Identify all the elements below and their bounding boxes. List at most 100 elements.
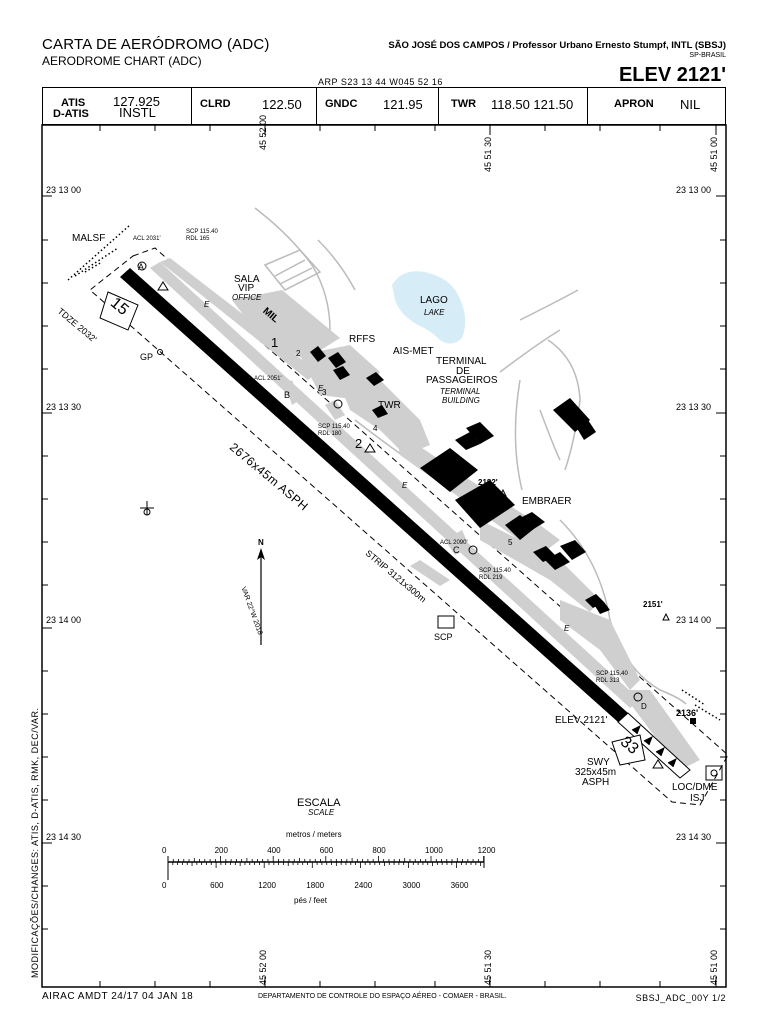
sala-label: SALA (234, 274, 260, 285)
taxiway-e-label-1: E (204, 300, 210, 309)
scale-metres-tick-label: 0 (162, 846, 167, 855)
lon-label-bot-2: 45 51 30 (483, 949, 493, 985)
taxiway-e-label-3: E (564, 624, 570, 633)
taxiway-c-label: C (453, 545, 460, 555)
roads (254, 207, 687, 705)
lon-label-top-2: 45 51 30 (483, 136, 493, 172)
lat-label-left-4: 23 14 30 (46, 832, 82, 842)
twr-label: TWR (451, 98, 477, 110)
terminal-en-label-1: TERMINAL (440, 387, 481, 396)
lat-label-left-3: 23 14 00 (46, 615, 82, 625)
scp-rdl219-label: SCP 115.40 (479, 568, 511, 574)
scp-station-label: SCP (434, 632, 453, 642)
swy-label-3: ASPH (582, 777, 610, 788)
lake (392, 271, 466, 344)
lon-label-top-1: 45 52 00 (258, 114, 268, 150)
scale-feet-tick-label: 0 (162, 881, 167, 890)
scale-title: ESCALA (297, 797, 341, 809)
gndc-cell: GNDC 121.95 (317, 88, 439, 124)
clrd-frequency: 122.50 (262, 97, 302, 112)
scale-feet-tick-label: 600 (210, 881, 224, 890)
datis-label: D-ATIS (53, 108, 89, 120)
datis-value: INSTL (119, 105, 156, 120)
north-arrow (257, 548, 265, 645)
airport-name: SÃO JOSÉ DOS CAMPOS / Professor Urbano E… (388, 40, 726, 51)
lat-label-right-4: 23 14 30 (676, 832, 712, 842)
runway-strip (89, 247, 729, 806)
buildings (310, 346, 696, 724)
vip-label: VIP (238, 283, 255, 294)
scale-metres-label: metros / meters (286, 830, 342, 839)
twr-frequency: 118.50 121.50 (491, 97, 574, 112)
spot-3-label: 3 (322, 388, 327, 397)
acl-2090-label: ACL 2090' (440, 540, 468, 546)
map-frame (41, 124, 727, 988)
arp-coordinates: ARP S23 13 44 W045 52 16 (318, 77, 443, 87)
scale-metres-tick-label: 600 (319, 846, 334, 855)
scale-metres-tick-label: 1200 (477, 846, 496, 855)
clrd-label: CLRD (200, 98, 231, 110)
scale-feet-label: pés / feet (294, 896, 327, 905)
terminal-en-label-2: BUILDING (442, 396, 480, 405)
scp-rdl165-label: SCP 115.40 (186, 229, 218, 235)
elev-2182-label: 2182' (478, 478, 498, 487)
swy-label-2: 325x45m (575, 767, 617, 778)
gndc-label: GNDC (325, 98, 358, 110)
runway-elevation-label: ELEV 2121' (555, 715, 608, 726)
scale-metres-tick-label: 200 (214, 846, 228, 855)
lon-label-bot-3: 45 51 00 (709, 949, 719, 985)
scp-rdl313-label: SCP 115.40 (596, 671, 628, 677)
apron-frequency: NIL (680, 97, 701, 112)
spot-2-label: 2 (296, 349, 301, 358)
changes-note: MODIFICAÇÕES/CHANGES: ATIS, D-ATIS, RMK,… (30, 707, 40, 978)
scp-rdl165-label-2: RDL 165 (186, 236, 210, 242)
north-arrow-label: N (258, 538, 264, 547)
terminal-label-3: PASSAGEIROS (426, 375, 498, 386)
scale-metres-tick-label: 800 (372, 846, 386, 855)
scale-feet-tick-label: 1200 (258, 881, 276, 890)
map-symbols (137, 261, 723, 781)
spot-5-label: 5 (508, 538, 513, 547)
twr-cell: TWR 118.50 121.50 (439, 88, 588, 124)
rwy15-marker (99, 291, 139, 331)
gndc-frequency: 121.95 (383, 97, 423, 112)
malsf-label: MALSF (72, 233, 106, 244)
lon-label-top-3: 45 51 00 (709, 136, 719, 172)
atis-label: ATIS (61, 97, 86, 109)
loc-ident-label: ISJ (690, 793, 705, 804)
chart-code: SBSJ_ADC_00Y 1/2 (635, 993, 726, 1003)
issuing-department: DEPARTAMENTO DE CONTROLE DO ESPAÇO AÉREO… (258, 993, 507, 1000)
embraer-label: EMBRAER (522, 496, 572, 507)
ais-met-label: AIS-MET (393, 346, 434, 357)
lon-label-bot-1: 45 52 00 (258, 949, 268, 985)
terminal-label-1: TERMINAL (436, 356, 487, 367)
stopway-chevrons (631, 724, 677, 768)
scale-feet-tick-label: 3000 (402, 881, 421, 890)
scale-feet-tick-label: 1800 (306, 881, 325, 890)
chart-title-pt: CARTA DE AERÓDROMO (ADC) (42, 36, 270, 53)
apron-cell: APRON NIL (588, 88, 727, 124)
scp-rdl313-label-2: RDL 313 (596, 678, 620, 684)
taxiways (150, 258, 700, 770)
apron-2-label: 2 (355, 436, 363, 451)
scale-feet-tick-label: 2400 (354, 881, 373, 890)
airac-amendment: AIRAC AMDT 24/17 04 JAN 18 (42, 991, 194, 1002)
lago-label: LAGO (420, 295, 448, 306)
clrd-cell: CLRD 122.50 (192, 88, 317, 124)
taxiway-e-label-4: E (318, 384, 324, 393)
elev-2136-label: 2136' (676, 708, 699, 718)
apron-1-label: 1 (271, 335, 279, 350)
scale-metres-tick-label: 1000 (425, 846, 443, 855)
scp-rdl219-label-2: RDL 219 (479, 575, 503, 581)
terminal-label-2: DE (456, 366, 470, 377)
taxiway-a-label: A (138, 262, 145, 272)
swy-label-1: SWY (587, 757, 610, 768)
elev-2151-label: 2151' (643, 600, 663, 609)
twr-map-label: TWR (378, 400, 401, 411)
spot-4-label: 4 (373, 424, 378, 433)
airport-state: SP-BRASIL (689, 52, 726, 59)
runway (120, 268, 628, 722)
taxiway-d-label: D (641, 702, 647, 711)
loc-dme-label: LOC/DME (672, 782, 718, 793)
